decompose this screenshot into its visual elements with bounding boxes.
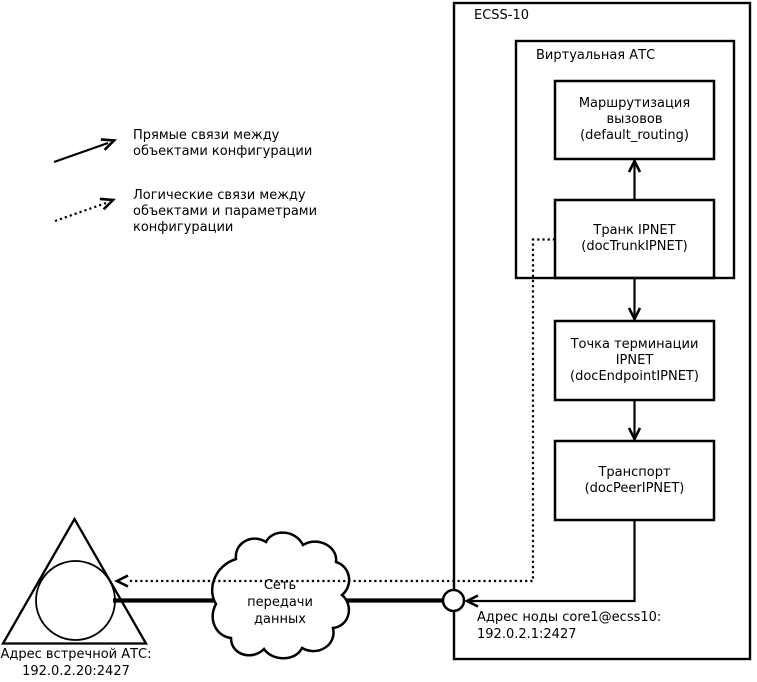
- arrow-trunk-to-routing: [627, 158, 642, 200]
- ecss10-container-box: [452, 1, 752, 661]
- remote-pbx-symbol: [1, 516, 148, 645]
- legend-logical-arrow-icon: [54, 197, 116, 223]
- logical-link-dotted: [114, 238, 555, 588]
- network-cloud-icon: [211, 531, 351, 660]
- node-connection-point: [441, 588, 466, 613]
- ecss10-title: ECSS-10: [474, 8, 530, 23]
- transport-box-label: Транспорт (docPeerIPNET): [584, 464, 685, 496]
- virtual-pbx-title: Виртуальная АТС: [536, 48, 656, 63]
- legend-logical-label: Логические связи между объектами и парам…: [133, 188, 318, 235]
- legend-direct-arrow-icon: [53, 138, 117, 164]
- remote-pbx-circle-icon: [35, 560, 116, 641]
- arrow-endpoint-to-transport: [627, 400, 642, 442]
- node-address-label: Адрес ноды core1@ecss10: 192.0.2.1:2427: [477, 610, 662, 642]
- trunk-box-label: Транк IPNET (docTrunkIPNET): [581, 223, 688, 254]
- routing-box-label: Маршрутизация вызовов (default_routing): [578, 96, 691, 143]
- endpoint-box-label: Точка терминации IPNET (docEndpointIPNET…: [570, 336, 699, 384]
- arrow-transport-to-node: [464, 520, 636, 608]
- arrow-vpbx-to-endpoint: [627, 279, 642, 322]
- legend-direct-label: Прямые связи между объектами конфигураци…: [133, 128, 313, 159]
- remote-pbx-triangle-icon: [1, 516, 148, 645]
- cloud-label: Сеть передачи данных: [247, 578, 313, 627]
- remote-pbx-address-label: Адрес встречной АТС: 192.0.2.20:2427: [0, 647, 152, 679]
